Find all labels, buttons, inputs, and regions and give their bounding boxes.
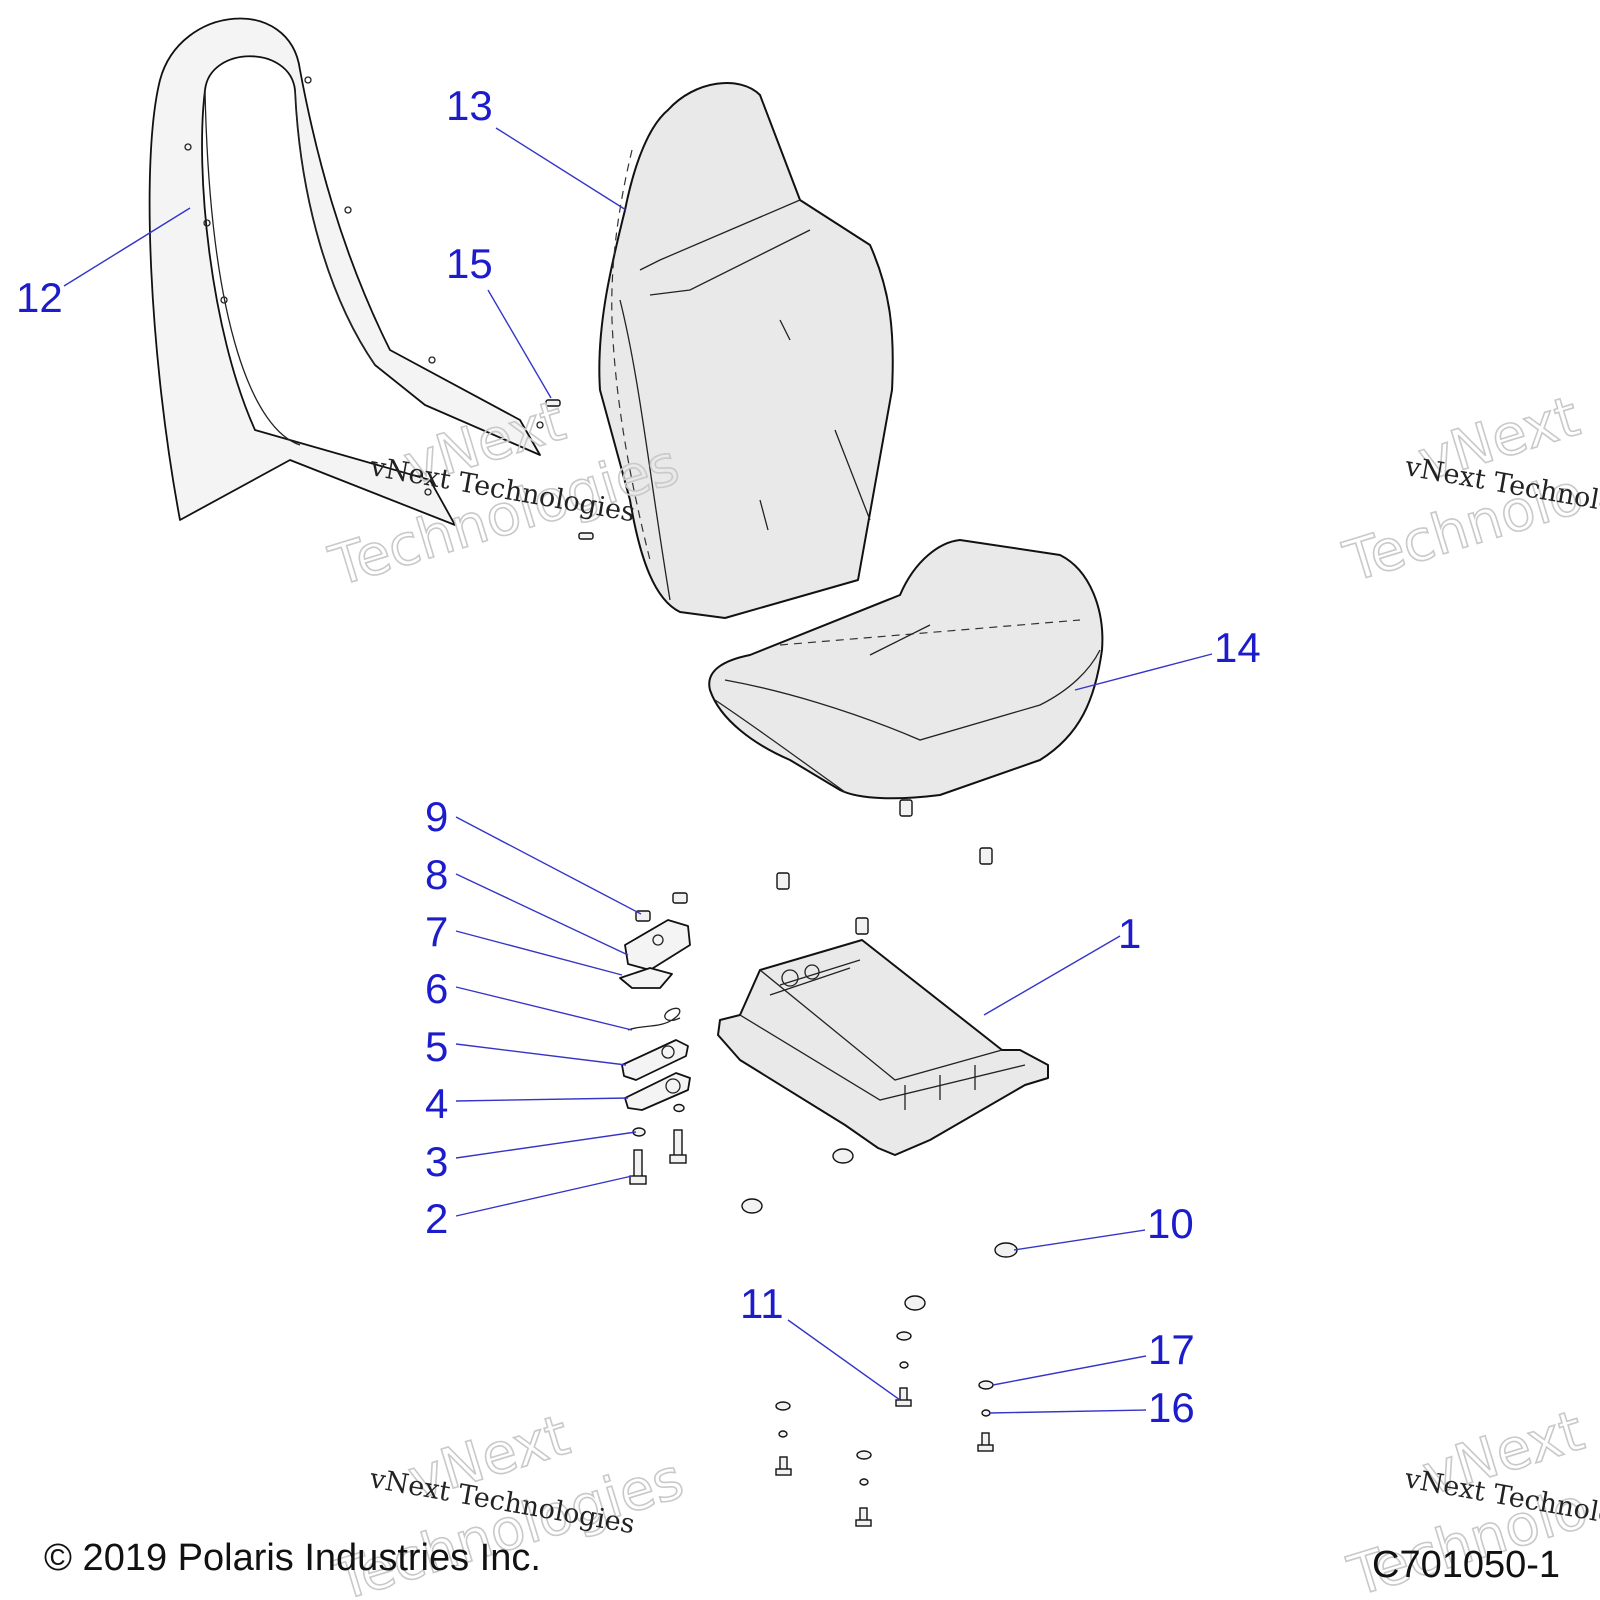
- callout-11: 11: [740, 1280, 784, 1327]
- leader-3: [455, 1131, 637, 1159]
- leader-4: [455, 1097, 629, 1102]
- callout-15: 15: [446, 240, 493, 287]
- grab-bar-part-12: [148, 17, 544, 526]
- callout-5: 5: [425, 1023, 448, 1070]
- callout-3: 3: [425, 1138, 448, 1185]
- seat-base-part-1: [717, 939, 1049, 1156]
- callout-1: 1: [1118, 910, 1141, 957]
- copyright-text: © 2019 Polaris Industries Inc.: [44, 1537, 541, 1579]
- leader-1: [983, 935, 1121, 1016]
- callout-4: 4: [425, 1080, 448, 1127]
- drawing-number: C701050-1: [1372, 1544, 1560, 1586]
- bolt-part-2: [629, 1129, 687, 1185]
- callout-13: 13: [446, 82, 493, 129]
- cable-part-6: [627, 1007, 681, 1031]
- leader-6: [455, 986, 633, 1031]
- leader-14: [1074, 653, 1213, 691]
- leader-10: [1013, 1229, 1146, 1251]
- gasket-part-5: [621, 1039, 689, 1081]
- latch-part-7: [619, 967, 673, 989]
- leader-8: [455, 873, 629, 956]
- leader-12: [63, 207, 191, 287]
- leader-13: [495, 127, 627, 211]
- callout-6: 6: [425, 965, 448, 1012]
- leader-17: [992, 1355, 1147, 1386]
- bumper-part-10: [741, 1148, 1018, 1311]
- leader-2: [455, 1175, 633, 1217]
- callout-17: 17: [1148, 1326, 1195, 1373]
- leader-9: [455, 816, 642, 915]
- seat-bottom-part-14: [708, 539, 1104, 800]
- lock-washer-part-16: [778, 1361, 991, 1486]
- callout-7: 7: [425, 908, 448, 955]
- washer-part-3: [632, 1103, 685, 1137]
- callout-16: 16: [1148, 1384, 1195, 1431]
- callout-8: 8: [425, 851, 448, 898]
- callout-12: 12: [16, 274, 63, 321]
- callout-numbers: 1 2 3 4 5 6 7 8 9 10 11 12 13 14 15 16 1…: [16, 82, 1261, 1431]
- leader-7: [455, 930, 623, 976]
- nut-part-9: [635, 799, 993, 935]
- seat-back-part-13: [598, 82, 894, 619]
- leader-lines: [63, 127, 1213, 1414]
- leader-5: [455, 1043, 627, 1066]
- leader-15: [487, 289, 552, 399]
- callout-10: 10: [1147, 1200, 1194, 1247]
- latch-block-part-8: [624, 919, 691, 971]
- callout-2: 2: [425, 1195, 448, 1242]
- callout-14: 14: [1214, 624, 1261, 671]
- callout-9: 9: [425, 793, 448, 840]
- leader-11: [787, 1319, 901, 1401]
- screw-part-15: [545, 399, 594, 540]
- bracket-part-4: [624, 1072, 691, 1111]
- washer-part-17: [775, 1331, 994, 1460]
- bolt-part-11: [775, 1387, 994, 1527]
- leader-16: [989, 1409, 1147, 1414]
